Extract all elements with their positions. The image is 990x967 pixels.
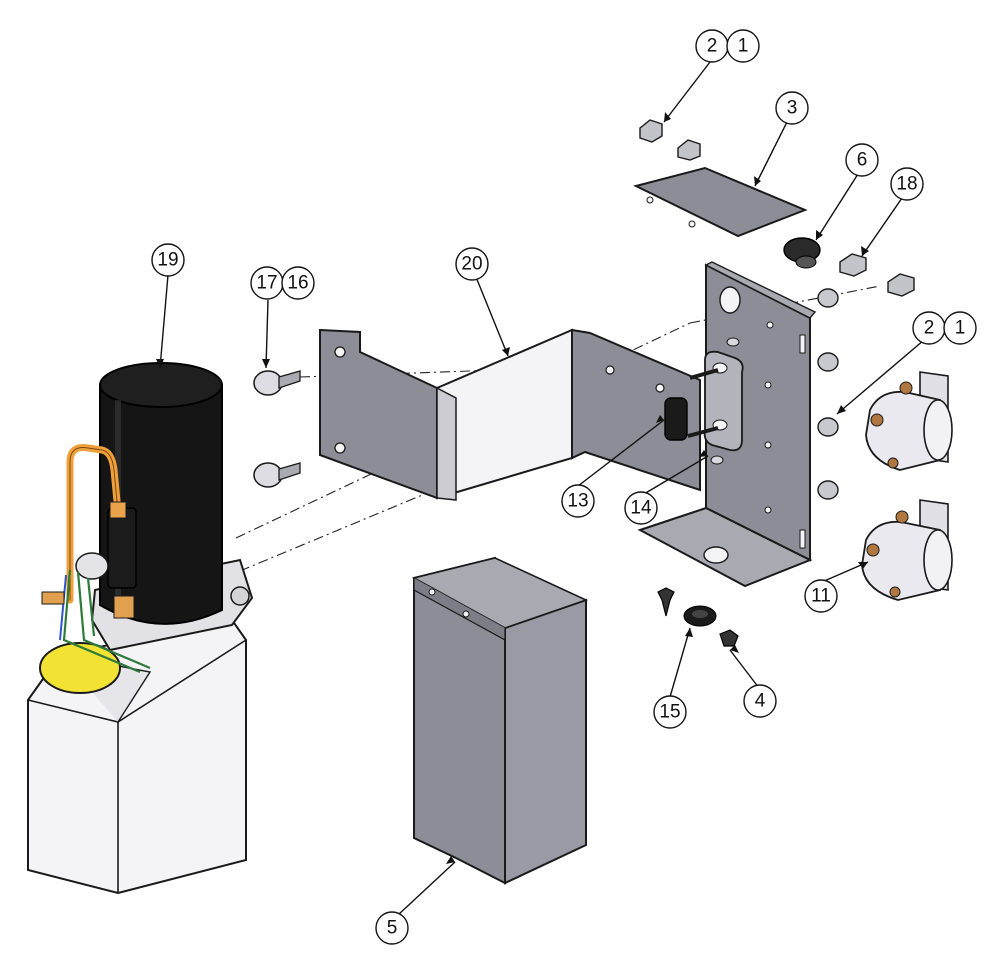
solenoid-lower: [861, 499, 953, 601]
callout-18: 18: [890, 167, 924, 201]
svg-text:14: 14: [630, 498, 652, 519]
svg-text:19: 19: [157, 250, 178, 271]
hex-screws-18: [839, 253, 915, 297]
svg-text:16: 16: [287, 273, 308, 294]
screw-4: [657, 587, 739, 647]
cover-screws: [639, 119, 701, 161]
cover-plate: [633, 166, 808, 238]
grommet-15: [683, 605, 717, 627]
callout-2-mid: 2: [912, 311, 946, 345]
grommet-6: [783, 237, 821, 269]
callout-5: 5: [375, 911, 409, 945]
svg-text:5: 5: [387, 918, 398, 939]
callout-balloons: 2 1 3 6 18 19 17 16: [151, 29, 977, 945]
svg-text:11: 11: [811, 586, 831, 607]
mount-part-13: [664, 397, 688, 441]
svg-text:1: 1: [738, 36, 749, 57]
svg-text:4: 4: [755, 691, 766, 712]
callout-3: 3: [775, 91, 809, 125]
svg-text:20: 20: [461, 254, 482, 275]
svg-text:2: 2: [924, 318, 935, 339]
callout-4: 4: [743, 684, 777, 718]
solenoid-upper: [865, 371, 953, 471]
callout-15: 15: [653, 695, 687, 729]
pump-motor-unit: [27, 362, 254, 895]
callout-20: 20: [455, 247, 489, 281]
enclosure-cover: [411, 556, 589, 885]
callout-16: 16: [281, 266, 315, 300]
callout-14: 14: [624, 491, 658, 525]
wire-bundle: [62, 569, 151, 674]
svg-text:17: 17: [256, 273, 277, 294]
terminal-block: [687, 337, 744, 465]
svg-text:6: 6: [857, 150, 868, 171]
valve-body: [107, 507, 137, 589]
mounting-bracket: [319, 328, 701, 501]
nuts-column: [817, 288, 839, 500]
callout-17: 17: [250, 266, 284, 300]
leader-lines: [156, 61, 925, 916]
svg-text:3: 3: [787, 98, 798, 119]
callout-11: 11: [804, 579, 838, 613]
svg-text:18: 18: [896, 174, 917, 195]
callout-1-top: 1: [726, 29, 760, 63]
motor-mount-screws: [253, 370, 301, 488]
callout-13: 13: [561, 484, 595, 518]
callout-2-top: 2: [695, 29, 729, 63]
callout-19: 19: [151, 243, 185, 277]
callout-6: 6: [845, 143, 879, 177]
svg-text:13: 13: [567, 491, 588, 512]
callout-1-mid: 1: [943, 311, 977, 345]
svg-text:2: 2: [707, 36, 718, 57]
svg-text:15: 15: [659, 702, 680, 723]
svg-text:1: 1: [955, 318, 966, 339]
